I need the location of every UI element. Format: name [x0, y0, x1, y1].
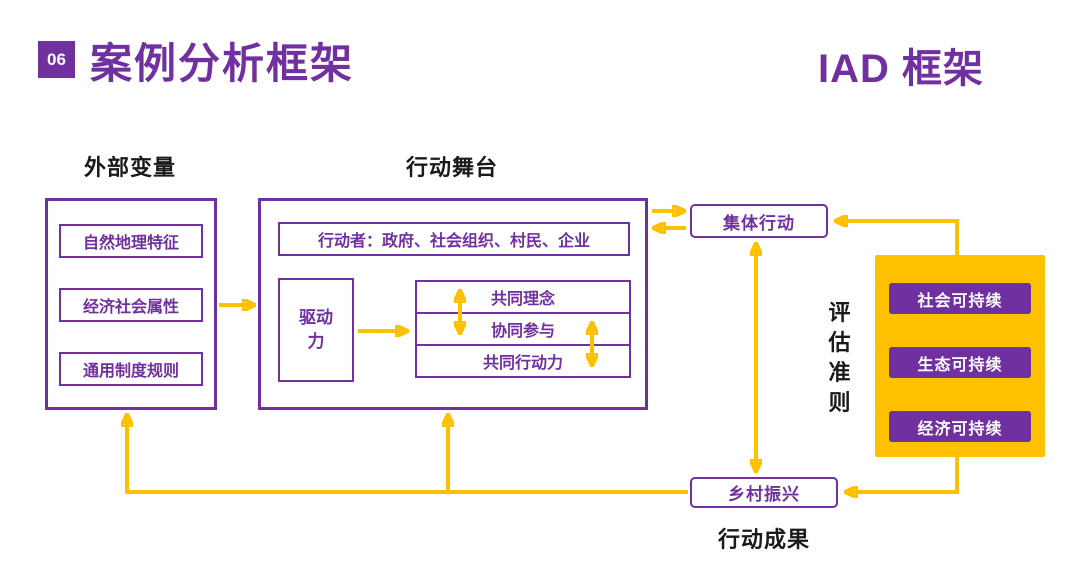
arrow-criteria-to-revitalization [847, 457, 959, 492]
driving-force-box: 驱动力 [278, 278, 354, 382]
driving-force-label: 驱动力 [299, 308, 333, 351]
mechanism-item: 共同行动力 [415, 344, 631, 378]
framework-title: IAD 框架 [818, 47, 984, 91]
external-variables-label: 外部变量 [84, 155, 177, 180]
arrow-criteria-to-collective [837, 221, 959, 256]
evaluation-criteria-label: 评估准则 [828, 300, 852, 415]
mechanism-item: 共同理念 [415, 280, 631, 314]
external-variable-item: 经济社会属性 [59, 288, 203, 322]
action-outcome-label: 行动成果 [718, 527, 811, 552]
page-title: 案例分析框架 [90, 40, 355, 87]
slide-number-badge: 06 [38, 41, 75, 78]
external-variable-item: 自然地理特征 [59, 224, 203, 258]
collective-action-box: 集体行动 [690, 204, 828, 238]
arrow-feedback-to-external [127, 416, 688, 494]
mechanism-item: 协同参与 [415, 312, 631, 346]
criteria-item: 社会可持续 [889, 283, 1031, 314]
rural-revitalization-box: 乡村振兴 [690, 477, 838, 508]
criteria-item: 经济可持续 [889, 411, 1031, 442]
external-variable-item: 通用制度规则 [59, 352, 203, 386]
criteria-item: 生态可持续 [889, 347, 1031, 378]
actors-box: 行动者：政府、社会组织、村民、企业 [278, 222, 630, 256]
action-arena-label: 行动舞台 [406, 155, 499, 180]
